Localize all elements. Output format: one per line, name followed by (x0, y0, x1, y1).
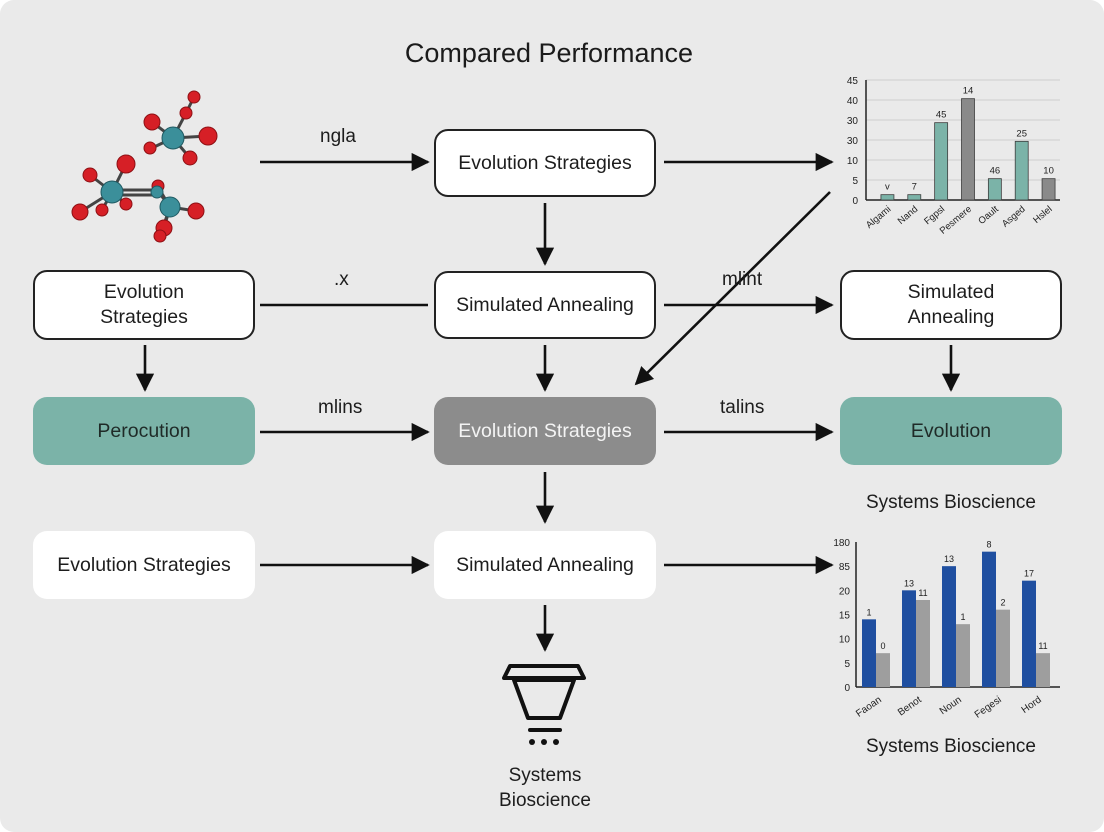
node-evolution-strategies-top: Evolution Strategies (434, 129, 656, 197)
molecule-icon (71, 90, 218, 243)
caption-systems-bioscience-bottom: Systems Bioscience (499, 765, 591, 811)
node-evolution-right: Evolution (840, 397, 1062, 465)
caption-systems-bioscience-right-top: Systems Bioscience (865, 492, 1036, 513)
edge-label-mlint: mlint (722, 269, 763, 290)
node-evolution-strategies-bottom-left: Evolution Strategies (33, 531, 255, 599)
node-simulated-annealing-bottom: Simulated Annealing (434, 531, 656, 599)
edge-label-talins: talins (720, 397, 765, 418)
edge-label-mlins: mlins (318, 397, 363, 418)
diagram-title: Compared Performance (404, 38, 694, 68)
edge-label-x: .x (334, 269, 349, 290)
node-evolution-strategies-left: Evolution Strategies (33, 270, 255, 340)
node-simulated-annealing-right: Simulated Annealing (840, 270, 1062, 340)
caption-systems-bioscience-right-bottom: Systems Bioscience (865, 736, 1036, 757)
arrow-diagonal (634, 191, 831, 386)
node-perocution: Perocution (33, 397, 255, 465)
edge-label-ngla: ngla (320, 126, 356, 147)
node-evolution-strategies-center: Evolution Strategies (434, 397, 656, 465)
node-simulated-annealing-mid: Simulated Annealing (434, 271, 656, 339)
